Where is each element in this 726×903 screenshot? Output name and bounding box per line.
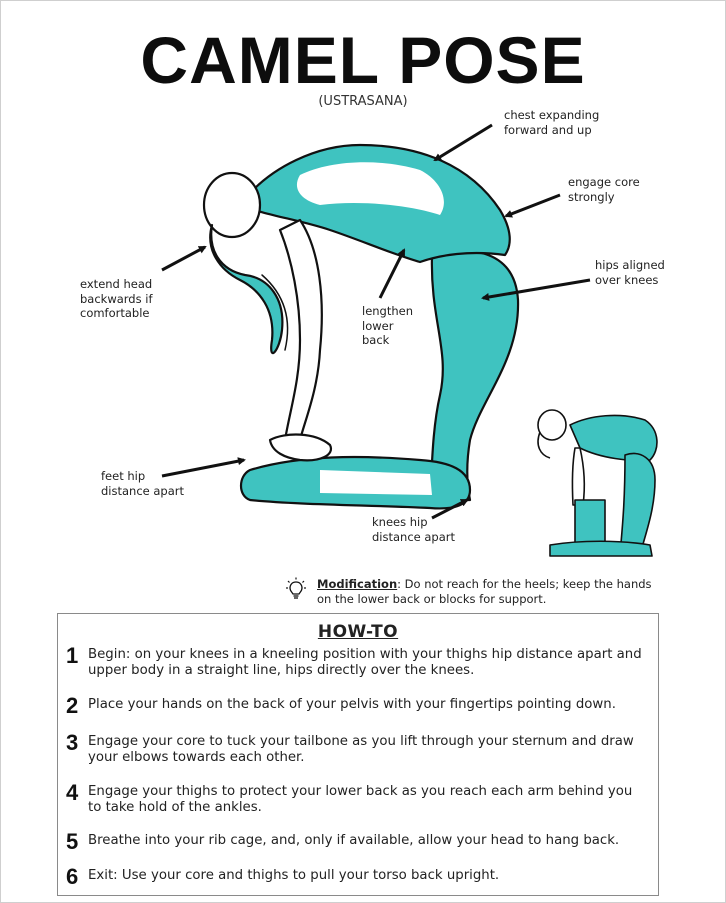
modification-text: : Do not reach for the heels; keep the h… xyxy=(317,577,652,606)
lightbulb-icon xyxy=(286,577,306,599)
step-text: Engage your core to tuck your tailbone a… xyxy=(88,734,634,765)
arrow-core xyxy=(504,193,561,218)
annotation-arrows xyxy=(161,123,591,520)
step-number: 1 xyxy=(66,643,79,668)
label-core: engage core strongly xyxy=(568,175,640,204)
arrow-lower-back xyxy=(378,248,406,299)
page-title: CAMEL POSE xyxy=(140,23,586,97)
step-text: Breathe into your rib cage, and, only if… xyxy=(88,833,620,848)
step-number: 2 xyxy=(66,693,79,718)
step-number: 6 xyxy=(66,864,79,889)
step-number: 3 xyxy=(66,730,79,755)
arrow-knees xyxy=(431,498,469,520)
figure-arm xyxy=(278,218,323,442)
arrow-feet xyxy=(161,457,246,478)
arrow-chest xyxy=(433,123,493,162)
howto-box: HOW-TO 1 Begin: on your knees in a kneel… xyxy=(57,613,659,896)
label-feet: feet hip distance apart xyxy=(101,469,185,498)
step-text: Exit: Use your core and thighs to pull y… xyxy=(88,868,500,883)
figure-hair xyxy=(209,223,284,355)
step-text: Place your hands on the back of your pel… xyxy=(88,697,616,712)
label-chest: chest expanding forward and up xyxy=(504,108,600,137)
modification-title: Modification xyxy=(317,577,398,591)
howto-title: HOW-TO xyxy=(317,622,399,642)
step-text: Begin: on your knees in a kneeling posit… xyxy=(88,647,642,678)
small-figure xyxy=(537,409,658,557)
arrow-head xyxy=(161,245,207,272)
figure-head xyxy=(202,171,262,239)
step-number: 5 xyxy=(66,829,79,854)
page-subtitle: (USTRASANA) xyxy=(318,94,408,109)
label-lower-back: lengthen lower back xyxy=(362,304,414,347)
step-number: 4 xyxy=(66,780,79,805)
figure-hand xyxy=(268,433,333,462)
label-head: extend head backwards if comfortable xyxy=(80,277,153,320)
label-hips: hips aligned over knees xyxy=(595,258,665,287)
step-text: Engage your thighs to protect your lower… xyxy=(88,784,633,815)
label-knees: knees hip distance apart xyxy=(372,515,456,544)
arrow-hips xyxy=(481,278,591,301)
camel-pose-illustration xyxy=(161,123,658,557)
main-figure xyxy=(202,143,520,510)
